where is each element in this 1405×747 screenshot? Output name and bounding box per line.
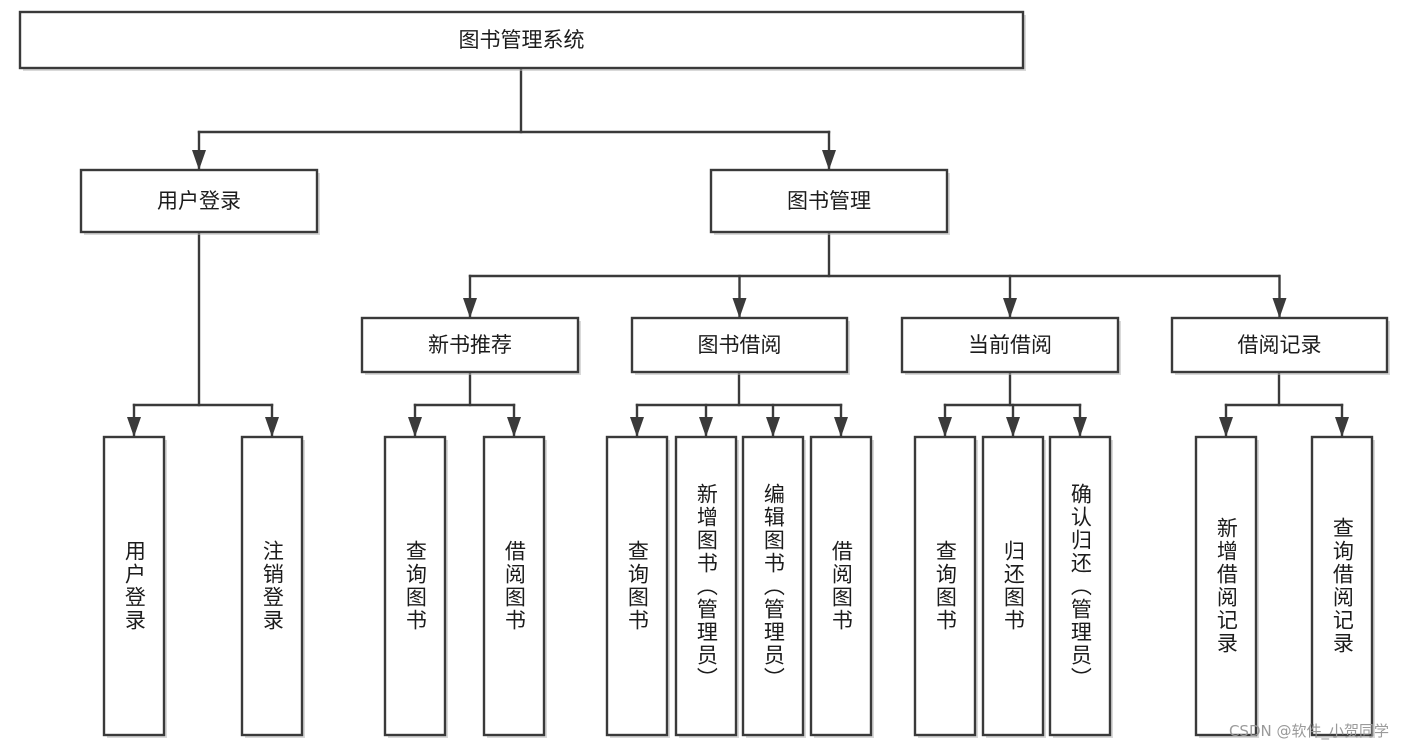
node-level2-box-current-borrow[interactable] bbox=[900, 316, 1120, 374]
arrow-head-icon bbox=[463, 298, 477, 318]
arrow-head-icon bbox=[822, 150, 836, 170]
arrow-head-icon bbox=[1006, 417, 1020, 437]
node-level2-box-new-book-rec[interactable] bbox=[360, 316, 580, 374]
node-level1-label-book-manage: 图书管理 bbox=[787, 189, 871, 213]
leaf-box-leaf-edit-book[interactable] bbox=[741, 435, 805, 737]
arrow-head-icon bbox=[699, 417, 713, 437]
arrow-head-icon bbox=[732, 298, 747, 318]
arrow-head-icon bbox=[127, 417, 141, 437]
arrow-head-icon bbox=[938, 417, 952, 437]
arrow-head-icon bbox=[507, 417, 521, 437]
leaf-box-leaf-query-record[interactable] bbox=[1310, 435, 1374, 737]
leaf-box-leaf-borrow-book[interactable] bbox=[809, 435, 873, 737]
node-level1-box-user-login[interactable] bbox=[79, 168, 319, 234]
leaf-box-leaf-user-login[interactable] bbox=[102, 435, 166, 737]
leaf-box-leaf-user-logout[interactable] bbox=[240, 435, 304, 737]
watermark-label: CSDN @软件_小贺同学 bbox=[1228, 722, 1389, 740]
leaf-box-leaf-return-book[interactable] bbox=[981, 435, 1045, 737]
node-level2-box-book-borrow[interactable] bbox=[630, 316, 849, 374]
arrow-head-icon bbox=[1272, 298, 1287, 318]
leaf-box-leaf-borrow-book-rec[interactable] bbox=[482, 435, 546, 737]
node-level2-box-borrow-record[interactable] bbox=[1170, 316, 1389, 374]
node-level2-label-borrow-record: 借阅记录 bbox=[1238, 333, 1322, 357]
arrow-head-icon bbox=[1073, 417, 1087, 437]
connectors-layer bbox=[127, 66, 1349, 439]
leaf-box-leaf-query-book[interactable] bbox=[605, 435, 669, 737]
arrow-head-icon bbox=[1219, 417, 1233, 437]
node-level1-box-book-manage[interactable] bbox=[709, 168, 949, 234]
node-root-label: 图书管理系统 bbox=[459, 28, 585, 52]
leaf-box-leaf-add-book[interactable] bbox=[674, 435, 738, 737]
node-root-box[interactable] bbox=[18, 10, 1025, 70]
leaf-box-leaf-query-book-rec[interactable] bbox=[383, 435, 447, 737]
leaf-box-leaf-query-book-cur[interactable] bbox=[913, 435, 977, 737]
leaf-box-leaf-confirm-return[interactable] bbox=[1048, 435, 1112, 737]
arrow-head-icon bbox=[630, 417, 644, 437]
leaf-box-leaf-add-record[interactable] bbox=[1194, 435, 1258, 737]
node-level2-label-new-book-rec: 新书推荐 bbox=[428, 333, 512, 357]
arrow-head-icon bbox=[1003, 298, 1017, 318]
arrow-head-icon bbox=[1335, 417, 1349, 437]
node-level2-label-book-borrow: 图书借阅 bbox=[698, 333, 782, 357]
arrow-head-icon bbox=[766, 417, 780, 437]
boxes-layer bbox=[18, 10, 1390, 738]
arrow-head-icon bbox=[265, 417, 279, 437]
node-level1-label-user-login: 用户登录 bbox=[157, 189, 241, 213]
arrow-head-icon bbox=[834, 417, 848, 437]
arrow-head-icon bbox=[192, 150, 206, 170]
node-level2-label-current-borrow: 当前借阅 bbox=[968, 333, 1052, 357]
arrow-head-icon bbox=[408, 417, 422, 437]
